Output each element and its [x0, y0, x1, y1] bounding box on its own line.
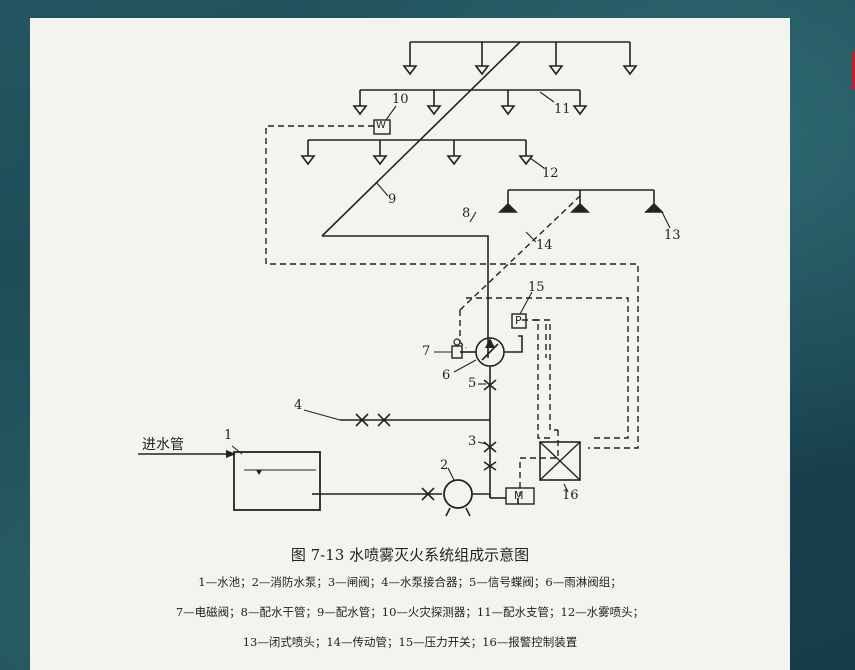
figure-caption-title: 图 7-13 水喷雾灭火系统组成示意图 — [290, 546, 530, 564]
label-15: 15 — [528, 280, 545, 295]
label-13: 13 — [664, 228, 681, 243]
system-diagram — [138, 41, 671, 517]
pump-motor — [505, 487, 535, 505]
distribution-pipe-9 — [321, 41, 521, 237]
label-4: 4 — [294, 398, 303, 413]
water-pool-1 — [233, 451, 321, 511]
label-12: 12 — [542, 166, 559, 181]
inlet-pipe-label: 进水管 — [142, 437, 184, 453]
closed-sprinklers-13 — [498, 190, 664, 213]
label-11: 11 — [554, 102, 571, 117]
label-16: 16 — [562, 488, 579, 503]
label-14: 14 — [536, 238, 553, 253]
label-9: 9 — [388, 192, 397, 207]
main-pipe-8 — [322, 235, 489, 358]
label-7: 7 — [422, 344, 431, 359]
legend-line-1: 1—水池；2—消防水泵；3—闸阀；4—水泵接合器；5—信号蝶阀；6—雨淋阀组； — [198, 575, 622, 589]
legend-line-3: 13—闭式喷头；14—传动管；15—压力开关；16—报警控制装置 — [242, 635, 578, 649]
signal-butterfly-valve-5 — [483, 379, 497, 391]
pressure-switch-15 — [511, 313, 527, 329]
figure-paper: 进水管 P M W 1 2 3 4 5 6 7 8 9 10 11 12 13 … — [30, 18, 790, 670]
detector-letter: W — [376, 120, 386, 131]
label-1: 1 — [224, 428, 233, 443]
label-2: 2 — [440, 458, 449, 473]
label-5: 5 — [468, 376, 477, 391]
water-mist-nozzles-12 — [300, 140, 534, 166]
label-3: 3 — [468, 434, 477, 449]
alarm-control-device-16 — [539, 441, 581, 481]
motor-letter: M — [514, 489, 524, 502]
label-6: 6 — [442, 368, 451, 383]
middle-branch-nozzles — [352, 90, 588, 116]
slide-accent-bar — [851, 52, 855, 90]
legend-line-2: 7—电磁阀；8—配水干管；9—配水管；10—火灾探测器；11—配水支管；12—水… — [175, 605, 645, 619]
fire-pump-2 — [443, 479, 473, 509]
label-8: 8 — [462, 206, 471, 221]
pressure-switch-letter: P — [515, 314, 522, 327]
transmission-pipe-14 — [265, 125, 639, 496]
label-10: 10 — [392, 92, 409, 107]
leader-lines — [231, 91, 671, 493]
top-branch-nozzles — [402, 42, 638, 76]
fire-detector-10 — [373, 119, 391, 135]
